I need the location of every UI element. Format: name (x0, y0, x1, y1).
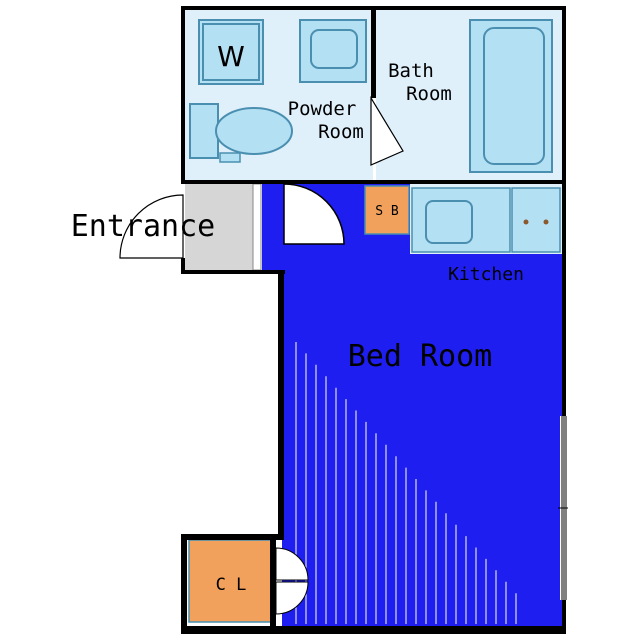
kitchen-label: Kitchen (448, 264, 524, 285)
bedroom-window (558, 416, 568, 600)
bath-room-label-line2: Room (406, 83, 452, 105)
shoe-box-storage (364, 185, 410, 235)
toilet (189, 103, 293, 163)
entrance-label: Entrance (71, 209, 216, 244)
closet-label: C L (216, 575, 247, 595)
entrance-door[interactable] (119, 194, 184, 259)
bedroom-floor-pattern (295, 342, 517, 624)
washer-label: W (217, 40, 245, 73)
stove (511, 187, 561, 253)
kitchen-sink (411, 187, 511, 253)
walls (181, 6, 566, 634)
closet-door[interactable] (275, 547, 309, 615)
entrance-step (252, 183, 262, 271)
bath-room-label-line1: Bath (388, 60, 434, 82)
washer-machine (198, 19, 264, 85)
bedroom-floor (262, 184, 562, 630)
entrance-floor (185, 184, 257, 270)
bed-room-label: Bed Room (348, 339, 493, 374)
washbasin (299, 19, 367, 83)
bathtub (469, 19, 553, 173)
powder-room-label-line2: Room (318, 121, 364, 143)
shoe-box-label: S B (375, 204, 399, 219)
powder-room-sliding-door[interactable] (370, 95, 404, 166)
bedroom-door[interactable] (283, 183, 345, 245)
powder-room-label-line1: Powder (288, 98, 357, 120)
